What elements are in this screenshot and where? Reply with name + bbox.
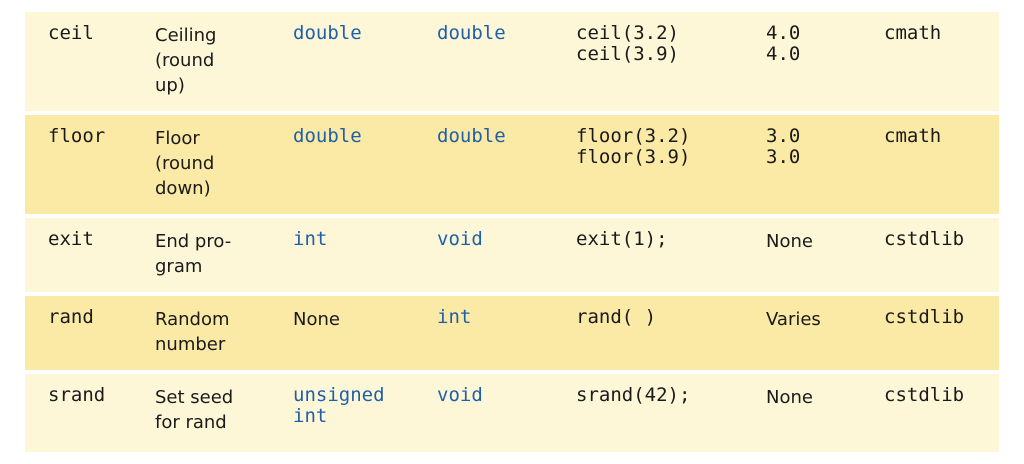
library-header: cstdlib bbox=[884, 228, 965, 250]
return-type: void bbox=[437, 384, 483, 406]
return-type: double bbox=[437, 125, 506, 147]
function-description: Ceiling (round up) bbox=[155, 25, 217, 96]
function-name: ceil bbox=[48, 22, 94, 44]
example-call: rand( ) bbox=[576, 306, 657, 328]
example-value: 3.0 3.0 bbox=[766, 125, 801, 168]
example-value: 4.0 4.0 bbox=[766, 22, 801, 65]
return-type: double bbox=[437, 22, 506, 44]
function-description: Floor (round down) bbox=[155, 128, 215, 199]
return-type: void bbox=[437, 228, 483, 250]
function-name: exit bbox=[48, 228, 94, 250]
table-row: srand Set seed for rand unsigned int voi… bbox=[25, 374, 999, 452]
argument-type: double bbox=[293, 22, 362, 44]
library-header: cstdlib bbox=[884, 384, 965, 406]
table-row: exit End pro- gram int void exit(1); Non… bbox=[25, 218, 999, 292]
library-header: cmath bbox=[884, 22, 942, 44]
function-name: srand bbox=[48, 384, 106, 406]
library-header: cstdlib bbox=[884, 306, 965, 328]
example-value: None bbox=[766, 231, 813, 252]
table-row: ceil Ceiling (round up) double double ce… bbox=[25, 12, 999, 111]
example-value: None bbox=[766, 387, 813, 408]
argument-type: double bbox=[293, 125, 362, 147]
function-table: ceil Ceiling (round up) double double ce… bbox=[25, 12, 999, 456]
function-description: Set seed for rand bbox=[155, 387, 234, 433]
table-row: rand Random number None int rand( ) Vari… bbox=[25, 296, 999, 370]
function-name: rand bbox=[48, 306, 94, 328]
example-call: ceil(3.2) ceil(3.9) bbox=[576, 22, 679, 65]
argument-type: None bbox=[293, 309, 340, 330]
example-call: exit(1); bbox=[576, 228, 668, 250]
example-call: srand(42); bbox=[576, 384, 691, 406]
function-description: Random number bbox=[155, 309, 230, 355]
example-call: floor(3.2) floor(3.9) bbox=[576, 125, 691, 168]
table-row: floor Floor (round down) double double f… bbox=[25, 115, 999, 214]
library-header: cmath bbox=[884, 125, 942, 147]
return-type: int bbox=[437, 306, 472, 328]
example-value: Varies bbox=[766, 309, 821, 330]
argument-type: int bbox=[293, 228, 328, 250]
function-name: floor bbox=[48, 125, 106, 147]
argument-type: unsigned int bbox=[293, 384, 385, 427]
function-description: End pro- gram bbox=[155, 231, 232, 277]
